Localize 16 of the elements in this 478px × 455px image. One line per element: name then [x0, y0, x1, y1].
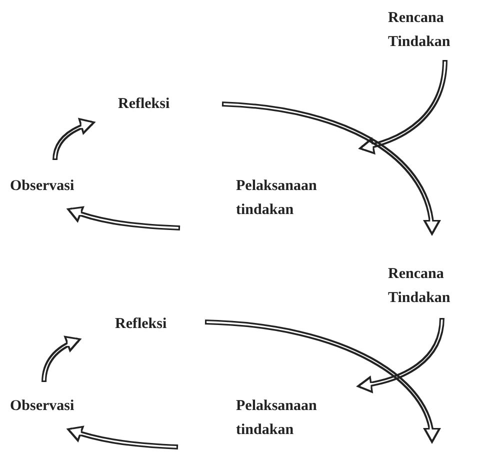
double-line-arrow: [356, 318, 444, 393]
stage-label: Observasi: [10, 398, 74, 414]
stage-label: Rencana Tindakan: [388, 266, 450, 306]
double-line-arrow: [66, 206, 180, 230]
double-line-arrow: [42, 336, 82, 382]
stage-label: Observasi: [10, 178, 74, 194]
stage-label: Refleksi: [115, 316, 167, 332]
double-line-arrow: [66, 425, 178, 450]
double-line-arrow: [222, 102, 440, 236]
stage-label: Pelaksanaan tindakan: [236, 398, 317, 438]
stage-label: Refleksi: [118, 96, 170, 112]
double-line-arrow: [358, 60, 448, 154]
stage-label: Rencana Tindakan: [388, 10, 450, 50]
stage-label: Pelaksanaan tindakan: [236, 178, 317, 218]
double-line-arrow: [204, 320, 440, 444]
double-line-arrow: [52, 118, 96, 160]
